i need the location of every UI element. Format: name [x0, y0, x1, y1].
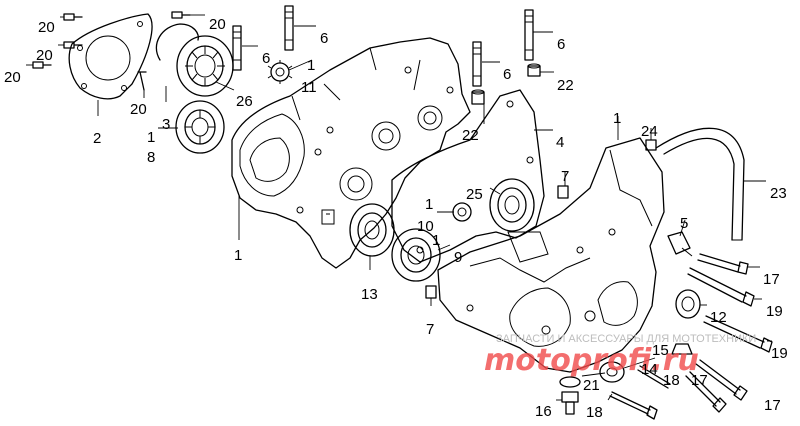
cap-15 — [671, 343, 693, 355]
callout-c21: 21 — [583, 377, 600, 394]
callout-c8: 8 — [147, 149, 155, 166]
drain-plug-16 — [561, 391, 579, 415]
oil-seal-12 — [675, 289, 701, 319]
callout-c1e: 1 — [432, 232, 440, 249]
callout-c15: 15 — [652, 342, 669, 359]
callout-c20a: 20 — [38, 19, 55, 36]
retaining-clip — [137, 23, 200, 91]
callout-c17c: 17 — [764, 397, 781, 414]
tube-clip-24 — [645, 139, 657, 151]
watermark-caption: ЗАПЧАСТИ И АКСЕССУАРЫ ДЛЯ МОТОТЕХНИКИ — [496, 333, 756, 345]
callout-c24: 24 — [641, 123, 658, 140]
watermark-logo: motoprofi.ru — [484, 343, 699, 378]
callout-c1f: 1 — [234, 247, 242, 264]
callout-c1c: 1 — [613, 110, 621, 127]
screw-20-set-left — [32, 11, 191, 69]
callout-c19a: 19 — [766, 303, 783, 320]
bearing-26 — [176, 35, 234, 97]
bearing-25 — [489, 178, 535, 232]
callout-c1d: 1 — [425, 196, 433, 213]
callout-c6d: 6 — [557, 36, 565, 53]
callout-c19b: 19 — [771, 345, 788, 362]
dowel-pins-7 — [425, 185, 569, 299]
seal-14 — [599, 361, 625, 383]
breather-tube-23 — [655, 127, 745, 241]
callout-c10: 10 — [417, 218, 434, 235]
bearing-9 — [391, 228, 441, 282]
callout-c13: 13 — [361, 286, 378, 303]
callout-c6c: 6 — [503, 66, 511, 83]
callout-c7a: 7 — [561, 168, 569, 185]
long-bolts-17-19 — [685, 253, 773, 413]
callout-c17a: 17 — [763, 271, 780, 288]
callout-c2: 2 — [93, 130, 101, 147]
crankcase-gasket — [391, 89, 545, 263]
callout-c20d: 20 — [209, 16, 226, 33]
callout-c11: 11 — [301, 79, 317, 96]
callout-c17b: 17 — [691, 372, 708, 389]
callout-c4: 4 — [556, 134, 564, 151]
callout-c1b: 1 — [307, 57, 315, 74]
callout-c22a: 22 — [557, 77, 574, 94]
callout-c9: 9 — [454, 249, 462, 266]
bolts-18 — [609, 365, 671, 420]
callout-c20e: 20 — [130, 101, 147, 118]
right-crankcase-half — [437, 137, 665, 373]
callout-c25: 25 — [466, 186, 483, 203]
callout-c7b: 7 — [426, 321, 434, 338]
callout-c14: 14 — [641, 361, 658, 378]
callout-c18a: 18 — [663, 372, 680, 389]
callout-c6a: 6 — [320, 30, 328, 47]
leader-lines — [26, 14, 772, 401]
washer-21 — [559, 376, 581, 388]
oil-seal-11 — [267, 60, 293, 84]
callout-c23: 23 — [770, 185, 787, 202]
left-crankcase-half — [231, 37, 471, 269]
callout-c6b: 6 — [262, 50, 270, 67]
callout-c16: 16 — [535, 403, 552, 420]
watermark: ЗАПЧАСТИ И АКСЕССУАРЫ ДЛЯ МОТОТЕХНИКИ mo… — [484, 333, 756, 378]
callout-c22b: 22 — [462, 127, 479, 144]
bearing-8 — [175, 100, 225, 154]
oil-seal-10 — [452, 202, 472, 222]
callout-c1a: 1 — [147, 129, 155, 146]
callout-c20b: 20 — [36, 47, 53, 64]
fitting-5 — [667, 231, 693, 257]
callout-c18b: 18 — [586, 404, 603, 421]
callout-c12: 12 — [710, 309, 727, 326]
stud-bolts-6 — [232, 5, 534, 87]
callout-c20c: 20 — [4, 69, 21, 86]
callout-c3: 3 — [162, 116, 170, 133]
side-cover-gasket — [68, 13, 153, 100]
callout-c26: 26 — [236, 93, 253, 110]
callout-c5: 5 — [680, 215, 688, 232]
